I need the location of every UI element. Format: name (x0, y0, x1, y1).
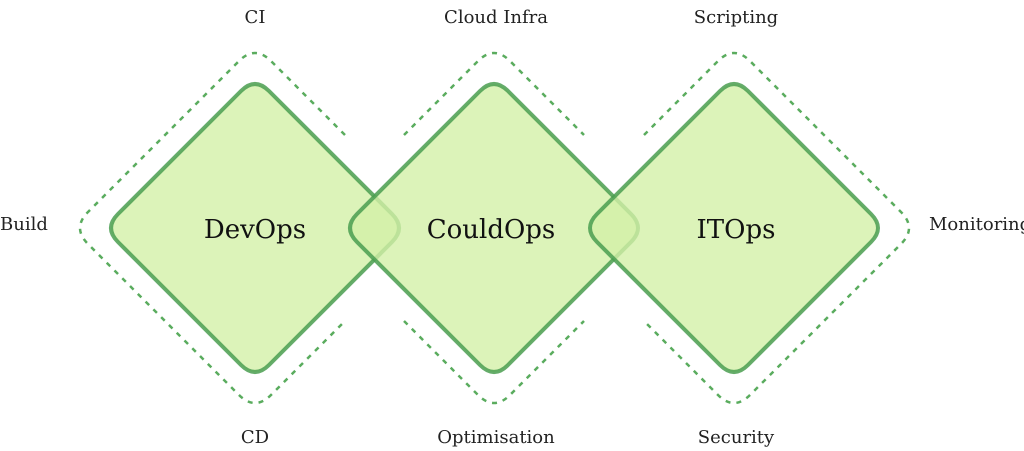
itops-dashed-outline (643, 51, 911, 405)
cloud-infra-label: Cloud Infra (444, 7, 548, 28)
couldops-dashed-outline-bottom (403, 320, 585, 405)
couldops-dashed-outline-top (403, 51, 585, 136)
devops-label: DevOps (204, 215, 306, 245)
ci-label: CI (245, 7, 266, 28)
itops-label: ITOps (697, 215, 776, 245)
devops-dashed-outline (78, 51, 346, 405)
diamond-itops (588, 82, 880, 374)
security-label: Security (698, 427, 775, 448)
cd-label: CD (241, 427, 269, 448)
optimisation-label: Optimisation (437, 427, 555, 448)
build-label: Build (0, 214, 48, 235)
scripting-label: Scripting (694, 7, 778, 28)
monitoring-label: Monitoring (929, 214, 1024, 235)
couldops-label: CouldOps (427, 215, 556, 245)
